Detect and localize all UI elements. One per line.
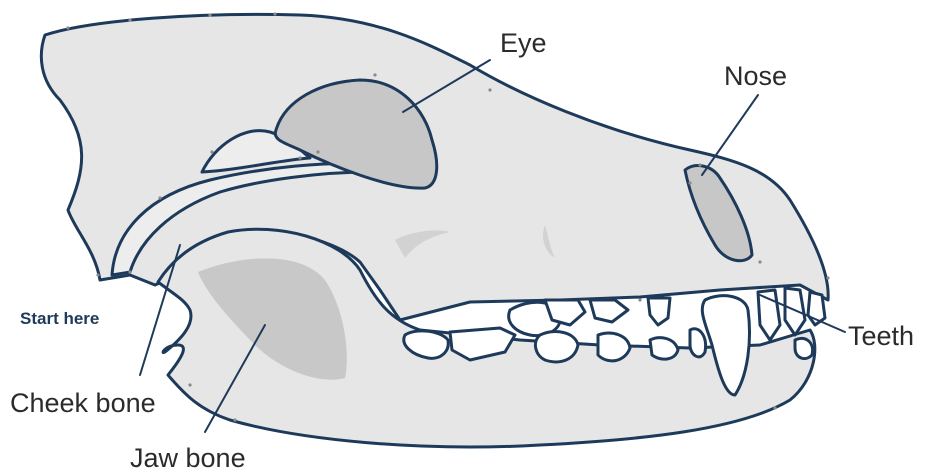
jaw-bone-label: Jaw bone xyxy=(130,443,246,473)
tooth xyxy=(598,333,630,361)
tooth xyxy=(690,329,706,357)
tooth xyxy=(785,288,805,335)
nose-label: Nose xyxy=(724,61,787,91)
teeth-label: Teeth xyxy=(848,321,914,351)
tooth xyxy=(648,298,670,325)
cheek-bone-label: Cheek bone xyxy=(10,388,156,418)
tooth xyxy=(650,338,678,359)
tooth xyxy=(795,338,813,358)
eye-label: Eye xyxy=(500,28,547,58)
tooth xyxy=(590,300,628,322)
tooth xyxy=(535,332,578,362)
tooth xyxy=(758,290,780,340)
start-here-label: Start here xyxy=(20,309,99,328)
